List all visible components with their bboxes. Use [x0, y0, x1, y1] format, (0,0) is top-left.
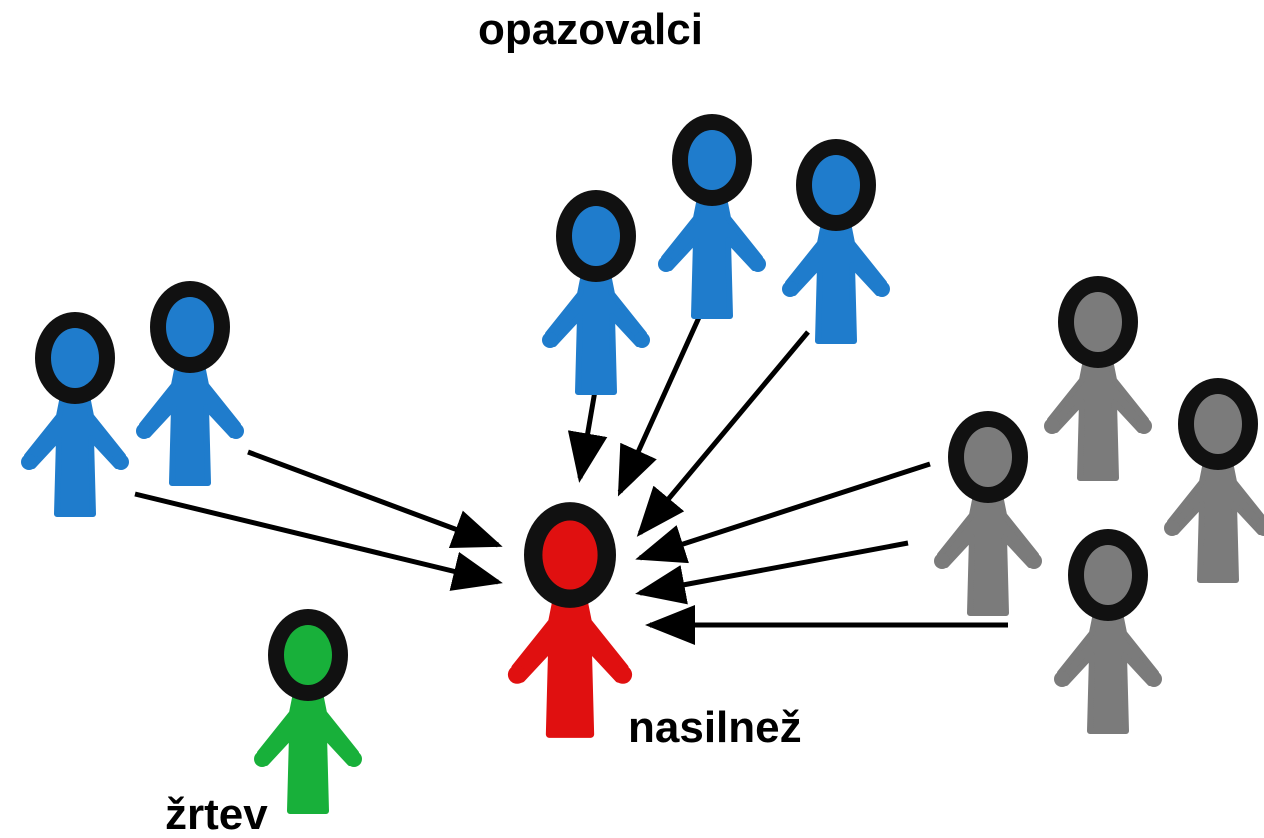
victim-hand — [346, 751, 362, 767]
bystander-hand — [1026, 553, 1042, 569]
observer-hand — [634, 332, 650, 348]
bystander-body — [1167, 459, 1264, 583]
bystander-body — [937, 492, 1039, 616]
bystander-figure — [1164, 378, 1264, 583]
victim-body — [257, 690, 359, 814]
arrow — [617, 291, 713, 497]
observer-head — [51, 328, 99, 388]
bystander-hand — [1256, 520, 1264, 536]
observer-body — [661, 195, 763, 319]
bystander-head — [1084, 545, 1132, 605]
bystander-body — [1057, 610, 1159, 734]
arrow — [635, 540, 909, 605]
bystander-figure — [934, 411, 1042, 616]
bystander-hand — [1146, 671, 1162, 687]
victim-figure — [254, 609, 362, 814]
observer-hand — [542, 332, 558, 348]
arrow — [247, 449, 503, 549]
observer-body — [139, 362, 241, 486]
bystander-figure — [1054, 529, 1162, 734]
arrow — [567, 384, 608, 483]
victim-label: žrtev — [165, 790, 268, 838]
observer-hand — [782, 281, 798, 297]
bully-body — [511, 595, 629, 738]
bystander-head — [964, 427, 1012, 487]
observer-figure — [542, 190, 650, 395]
bystander-head — [1194, 394, 1242, 454]
observer-head — [812, 155, 860, 215]
observer-head — [688, 130, 736, 190]
observer-hand — [228, 423, 244, 439]
observer-hand — [874, 281, 890, 297]
bystander-body — [1047, 357, 1149, 481]
victim-head — [284, 625, 332, 685]
observers-label: opazovalci — [478, 5, 703, 54]
observer-figure — [658, 114, 766, 319]
observer-figure — [136, 281, 244, 486]
observer-body — [24, 393, 126, 517]
arrow — [636, 330, 810, 537]
victim-hand — [254, 751, 270, 767]
bystander-hand — [1164, 520, 1180, 536]
bully-figure — [507, 502, 633, 738]
arrows-group — [134, 291, 1008, 645]
observer-head — [166, 297, 214, 357]
bully-hand — [613, 665, 633, 684]
observer-body — [545, 271, 647, 395]
figures-group — [21, 114, 1264, 814]
bully-head — [542, 520, 598, 590]
bystander-hand — [934, 553, 950, 569]
bully-hand — [507, 665, 527, 684]
bystander-figure — [1044, 276, 1152, 481]
observer-head — [572, 206, 620, 266]
bystander-hand — [1054, 671, 1070, 687]
observer-body — [785, 220, 887, 344]
bystander-hand — [1044, 418, 1060, 434]
arrow — [635, 461, 931, 564]
bully-label: nasilnež — [628, 703, 802, 752]
observer-figure — [21, 312, 129, 517]
observer-hand — [113, 454, 129, 470]
observer-figure — [782, 139, 890, 344]
bystander-hand — [1136, 418, 1152, 434]
observer-hand — [750, 256, 766, 272]
observer-hand — [21, 454, 37, 470]
observer-hand — [136, 423, 152, 439]
arrow — [134, 491, 503, 591]
bystander-head — [1074, 292, 1122, 352]
observer-hand — [658, 256, 674, 272]
